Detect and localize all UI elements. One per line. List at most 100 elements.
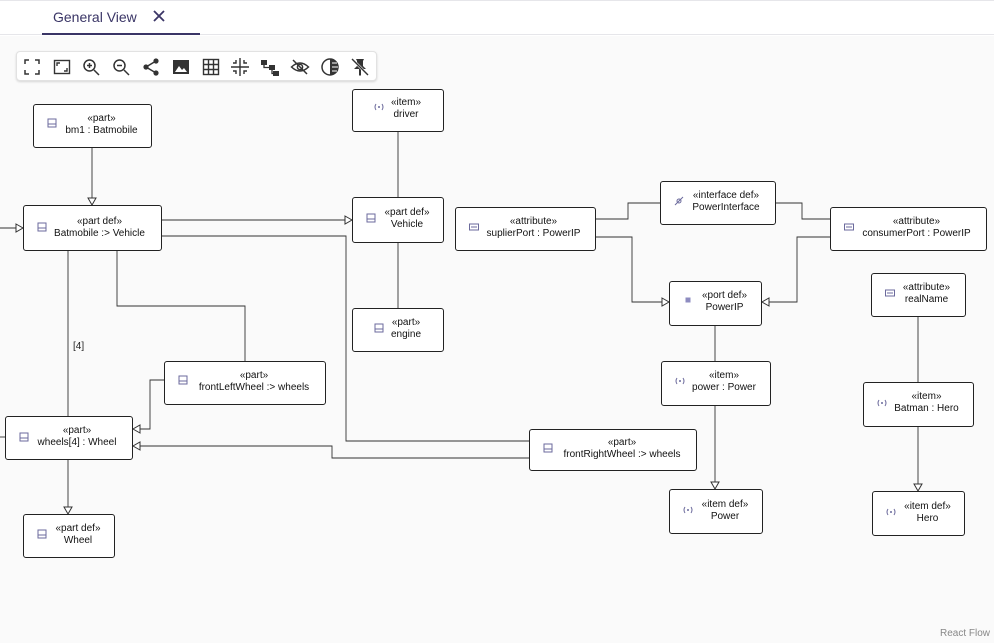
node-stereotype: «attribute»: [892, 216, 941, 227]
part-icon: [543, 443, 553, 453]
node-stereotype: «port def»: [701, 290, 748, 301]
interface-icon: [674, 196, 684, 206]
node-name: Hero: [916, 513, 939, 524]
node-name: Batman : Hero: [894, 403, 959, 414]
contrast-icon[interactable]: [319, 56, 341, 78]
close-icon[interactable]: [152, 9, 166, 23]
grid-icon[interactable]: [200, 56, 222, 78]
collapse-icon[interactable]: [229, 56, 251, 78]
part-icon: [47, 118, 57, 128]
part-def-icon: [366, 213, 376, 223]
unpin-icon[interactable]: [349, 56, 371, 78]
node-power[interactable]: «item» power : Power: [661, 361, 771, 406]
tab-general-view[interactable]: General View: [42, 1, 200, 35]
edge-suplier-iface: [596, 200, 670, 220]
item-icon: [675, 377, 685, 385]
edge-frontright-batmobile: [152, 233, 529, 442]
node-driver[interactable]: «item» driver: [352, 89, 444, 132]
part-def-icon: [37, 529, 47, 539]
item-icon: [877, 399, 887, 407]
part-icon: [178, 375, 188, 385]
node-stereotype: «item»: [708, 370, 739, 381]
node-name: bm1 : Batmobile: [65, 125, 138, 136]
node-bm1[interactable]: «part» bm1 : Batmobile: [33, 104, 152, 148]
node-engine[interactable]: «part» engine: [352, 308, 444, 352]
node-stereotype: «part»: [607, 437, 637, 448]
zoom-in-icon[interactable]: [80, 56, 102, 78]
port-icon: [685, 297, 691, 303]
node-name: consumerPort : PowerIP: [862, 228, 971, 239]
item-def-icon: [886, 508, 896, 516]
node-stereotype: «part»: [239, 370, 269, 381]
node-name: Batmobile :> Vehicle: [54, 228, 145, 239]
node-stereotype: «item def»: [904, 501, 951, 512]
node-power-ip[interactable]: «port def» PowerIP: [669, 281, 762, 326]
item-icon: [374, 103, 384, 111]
node-stereotype: «part»: [87, 113, 116, 124]
node-name: frontLeftWheel :> wheels: [198, 382, 310, 393]
node-name: PowerInterface: [692, 202, 760, 213]
part-def-icon: [37, 222, 47, 232]
node-batman[interactable]: «item» Batman : Hero: [863, 382, 974, 427]
part-icon: [374, 323, 384, 333]
zoom-out-icon[interactable]: [110, 56, 132, 78]
item-def-icon: [683, 506, 693, 514]
node-stereotype: «part def»: [76, 216, 123, 227]
node-name: Wheel: [63, 535, 93, 546]
node-frontleft[interactable]: «part» frontLeftWheel :> wheels: [164, 361, 326, 405]
node-stereotype: «part»: [62, 425, 92, 436]
node-stereotype: «part»: [391, 317, 421, 328]
node-consumer-port[interactable]: «attribute» consumerPort : PowerIP: [830, 207, 987, 251]
node-stereotype: «interface def»: [692, 190, 760, 201]
edge-frontleft-wheels: [131, 379, 164, 434]
node-suplier-port[interactable]: «attribute» suplierPort : PowerIP: [455, 207, 596, 251]
edge-suplier-powerip: [596, 236, 671, 307]
node-hero[interactable]: «item def» Hero: [872, 491, 965, 536]
node-name: wheels[4] : Wheel: [37, 437, 117, 448]
node-name: Vehicle: [390, 219, 424, 230]
node-power-interface[interactable]: «interface def» PowerInterface: [660, 181, 776, 225]
node-stereotype: «part def»: [384, 207, 430, 218]
share-icon[interactable]: [140, 56, 162, 78]
hide-icon[interactable]: [289, 56, 311, 78]
node-name: power : Power: [692, 382, 756, 393]
node-stereotype: «item»: [390, 97, 421, 108]
part-icon: [19, 432, 29, 442]
node-name: Power: [710, 511, 740, 522]
edge-consumer-iface: [766, 200, 830, 220]
diagram-toolbar: [16, 51, 377, 81]
fullscreen-icon[interactable]: [51, 56, 73, 78]
fit-view-icon[interactable]: [21, 56, 43, 78]
node-wheel[interactable]: «part def» Wheel: [23, 514, 115, 558]
node-stereotype: «item def»: [701, 499, 749, 510]
node-wheels[interactable]: «part» wheels[4] : Wheel: [5, 416, 133, 460]
node-name: frontRightWheel :> wheels: [563, 449, 681, 460]
edge-consumer-powerip: [760, 236, 830, 307]
node-vehicle[interactable]: «part def» Vehicle: [352, 197, 444, 243]
node-power-def[interactable]: «item def» Power: [669, 489, 763, 534]
node-stereotype: «attribute»: [902, 282, 951, 293]
node-name: driver: [393, 109, 419, 120]
node-name: PowerIP: [705, 302, 744, 313]
node-name: realName: [904, 294, 949, 305]
tab-bar: General View: [0, 0, 994, 35]
attribute-icon: [469, 223, 479, 231]
node-name: suplierPort : PowerIP: [486, 228, 581, 239]
layout-icon[interactable]: [259, 56, 281, 78]
tab-label: General View: [53, 9, 137, 25]
node-batmobile[interactable]: «part def» Batmobile :> Vehicle: [23, 205, 162, 251]
react-flow-attribution[interactable]: React Flow: [939, 628, 990, 639]
attribute-icon: [885, 289, 895, 297]
edge-frontleft-batmobile: [114, 241, 246, 361]
multiplicity-label: [4]: [73, 341, 85, 352]
node-name: engine: [390, 329, 422, 340]
node-frontright[interactable]: «part» frontRightWheel :> wheels: [529, 429, 697, 471]
attribute-icon: [844, 223, 854, 231]
image-export-icon[interactable]: [170, 56, 192, 78]
diagram-canvas[interactable]: [0, 36, 994, 643]
node-stereotype: «part def»: [55, 523, 101, 534]
node-real-name[interactable]: «attribute» realName: [871, 273, 966, 317]
node-stereotype: «attribute»: [509, 216, 558, 227]
node-stereotype: «item»: [911, 391, 942, 402]
